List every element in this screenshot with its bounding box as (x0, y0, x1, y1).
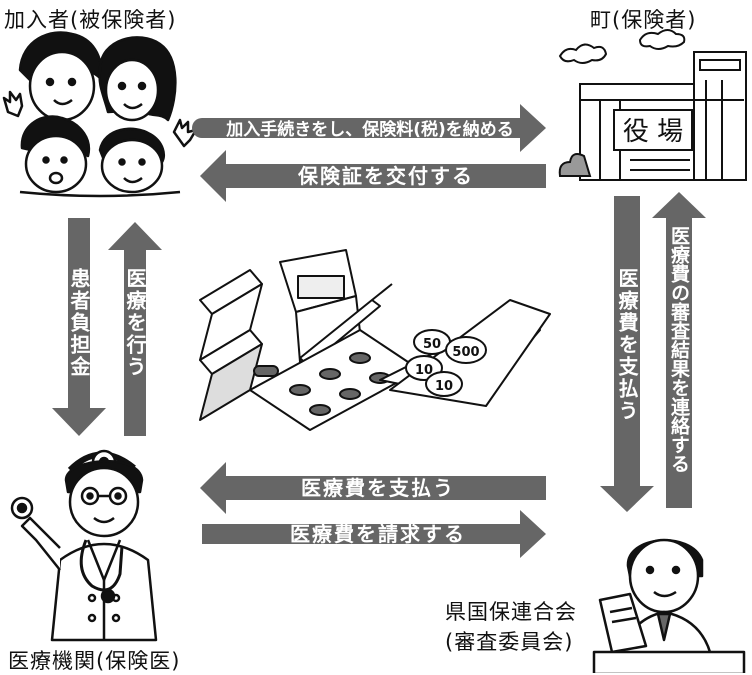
treat-arrow (108, 222, 162, 436)
town-label: 町(保険者) (590, 8, 697, 32)
town-hall-sign: 役 場 (623, 117, 683, 147)
flow-arrows (52, 104, 706, 558)
copay-label: 患者負担金 (67, 268, 91, 378)
enroll-arrow (192, 104, 546, 152)
federation-pays-label: 医療費を支払う (301, 476, 455, 500)
treat-label: 医療を行う (123, 268, 147, 378)
insured-label: 加入者(被保険者) (4, 8, 177, 32)
claim-arrow (202, 510, 546, 558)
issue-card-label: 保険証を交付する (297, 164, 474, 188)
federation-label-line1: 県国保連合会 (445, 600, 577, 624)
federation-pays-arrow (200, 462, 546, 514)
town-pays-arrow (600, 196, 654, 512)
coin-label: 500 (452, 345, 479, 360)
federation-officer-illustration (592, 538, 746, 673)
copay-arrow (52, 218, 106, 436)
doctor-illustration (10, 449, 158, 642)
review-report-label: 医療費の審査結果を連絡する (668, 226, 691, 473)
coin-label: 50 (423, 337, 441, 352)
issue-card-arrow (200, 150, 546, 202)
enroll-label: 加入手続きをし、保険料(税)を納める (225, 119, 514, 140)
town-pays-label: 医療費を支払う (615, 268, 639, 422)
coin-label: 10 (415, 363, 433, 378)
family-illustration (2, 31, 198, 198)
medicine-and-money-illustration (199, 249, 551, 431)
review-report-arrow (652, 192, 706, 508)
town-hall-illustration (558, 29, 747, 181)
medical-label: 医療機関(保険医) (8, 649, 181, 673)
coin-label: 10 (435, 379, 453, 394)
coins (405, 329, 487, 397)
federation-label-line2: (審査委員会) (445, 630, 574, 654)
claim-label: 医療費を請求する (290, 522, 466, 546)
